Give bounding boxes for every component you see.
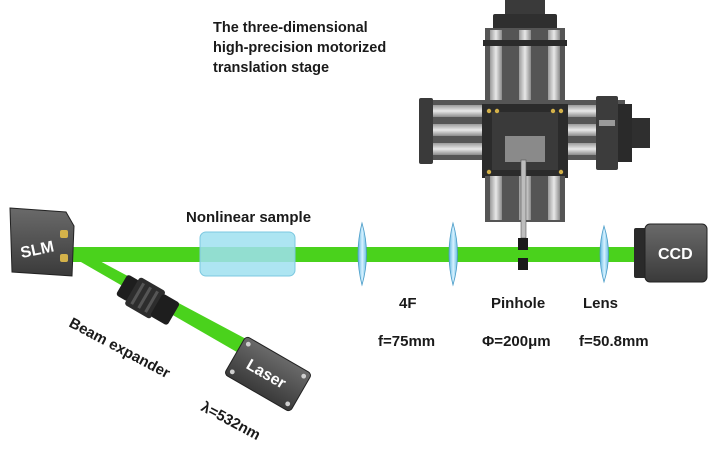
four-f-focal-label: f=75mm [378,333,435,350]
translation-stage-icon [419,0,650,239]
pinhole-icon [518,238,528,270]
four-f-label: 4F [399,295,417,312]
wavelength-label: λ=532nm [198,399,263,444]
beam-expander-label: Beam expander [66,315,173,383]
lens-icon [357,221,367,287]
nonlinear-sample-label: Nonlinear sample [186,209,311,226]
slm-icon [9,207,75,277]
laser-icon [225,336,311,412]
nonlinear-sample-icon [199,231,296,277]
lens-icon [448,221,458,287]
lens-icon [599,224,609,284]
lens-focal-label: f=50.8mm [579,333,649,350]
ccd-label: CCD [658,246,693,263]
pinhole-diameter-label: Φ=200μm [482,333,551,350]
beam-expander-icon [116,275,180,325]
pinhole-label: Pinhole [491,295,545,312]
slm-label: SLM [19,238,56,262]
stage-title-line-1: The three-dimensional [213,20,368,36]
stage-title-line-2: high-precision motorized [213,40,386,56]
lens-label: Lens [583,295,618,312]
stage-title-line-3: translation stage [213,60,329,76]
ccd-camera-icon [634,223,708,283]
